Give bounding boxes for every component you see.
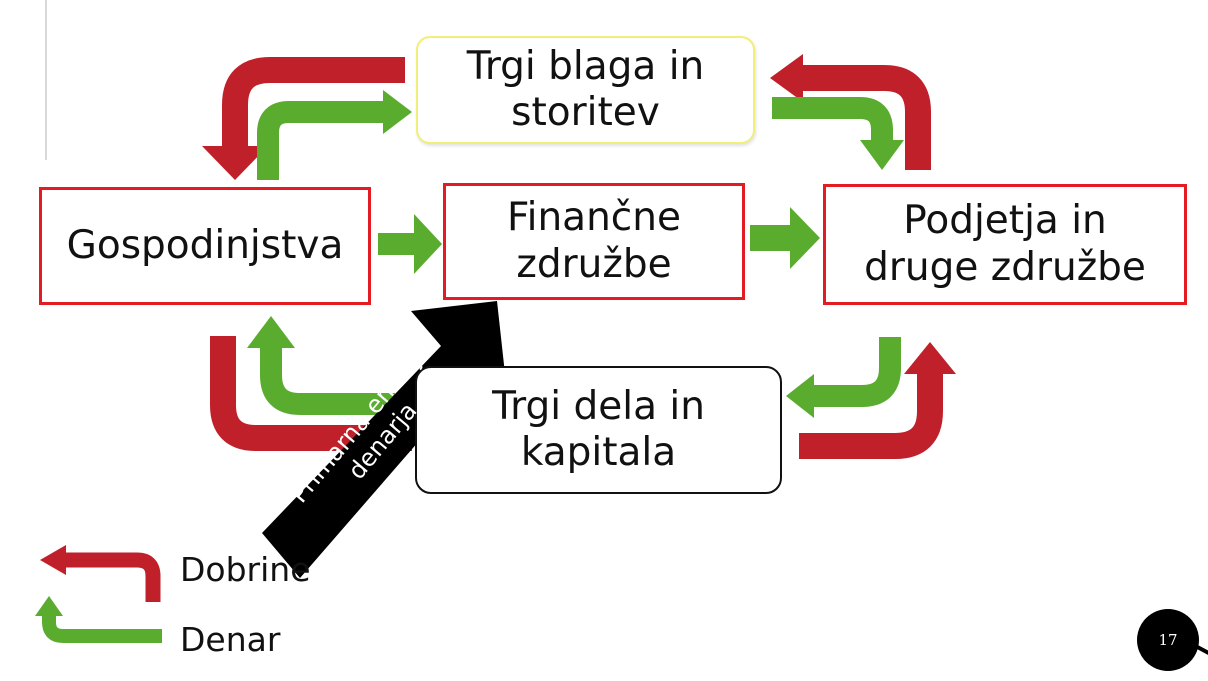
legend-money-icon-head — [35, 596, 63, 616]
money-arrow-households-to-market — [257, 101, 385, 180]
node-labour-capital-markets-label: Trgi dela in kapitala — [492, 383, 705, 475]
legend-goods-icon — [65, 552, 161, 602]
goods-arrow-market-to-households — [222, 57, 405, 150]
legend-goods-label: Dobrine — [180, 550, 311, 589]
money-arrow-labour-to-households-head — [247, 316, 295, 348]
node-labour-capital-markets: Trgi dela in kapitala — [415, 366, 782, 494]
money-arrow-firms-to-labour-head — [786, 374, 814, 418]
legend-goods-icon-head — [40, 545, 66, 575]
node-households-label: Gospodinjstva — [66, 222, 344, 268]
money-arrow-households-to-market-head — [383, 90, 412, 134]
goods-arrow-market-to-households-head — [202, 146, 268, 180]
goods-arrow-labour-to-firms — [799, 372, 943, 459]
legend-money-label: Denar — [180, 620, 281, 659]
node-goods-services-markets-label: Trgi blaga in storitev — [466, 43, 705, 135]
node-financial-institutions-label: Finančne združbe — [507, 195, 681, 287]
node-firms: Podjetja in druge združbe — [823, 184, 1187, 305]
page-number-badge: 17 — [1137, 609, 1199, 671]
goods-arrow-firms-to-market — [800, 65, 931, 170]
goods-arrow-firms-to-market-head — [770, 54, 803, 102]
money-arrow-financial-to-firms — [750, 207, 820, 269]
money-arrow-market-to-firms — [772, 97, 893, 143]
goods-arrow-households-to-labour — [210, 336, 412, 451]
slide-left-rule — [45, 0, 47, 160]
money-arrow-firms-to-labour — [812, 337, 901, 407]
money-arrow-labour-to-households — [260, 345, 395, 415]
money-arrow-market-to-firms-head — [860, 140, 904, 170]
money-arrow-households-to-financial — [378, 214, 442, 274]
node-financial-institutions: Finančne združbe — [443, 183, 745, 300]
legend-money-icon — [42, 614, 162, 643]
node-households: Gospodinjstva — [39, 187, 371, 305]
node-goods-services-markets: Trgi blaga in storitev — [416, 36, 755, 144]
node-firms-label: Podjetja in druge združbe — [864, 198, 1146, 290]
goods-arrow-labour-to-firms-head — [904, 342, 956, 374]
